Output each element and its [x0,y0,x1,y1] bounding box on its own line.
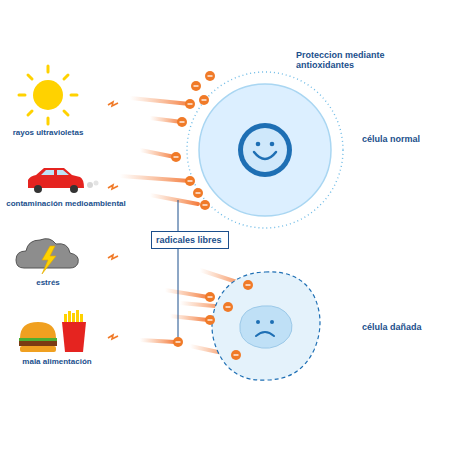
fast-food-icon [19,310,86,352]
source-label: estrés [8,278,88,287]
cell-label: célula dañada [362,322,446,332]
source-label: rayos ultravioletas [8,128,88,137]
box-text: radicales libres [156,235,224,245]
source-label: contaminación medioambiental [2,199,130,208]
free-radicals [171,71,253,360]
label-box: radicales libres [151,231,229,249]
leader-line [178,200,179,340]
sun-icon [19,66,77,124]
normal-cell [187,72,343,228]
heading-note: Proteccion mediante antioxidantes [296,50,406,71]
damaged-cell [212,272,320,380]
source-label: mala alimentación [2,357,112,366]
storm-cloud-icon [16,239,78,274]
car-icon [28,168,99,193]
cell-label: célula normal [362,134,446,144]
